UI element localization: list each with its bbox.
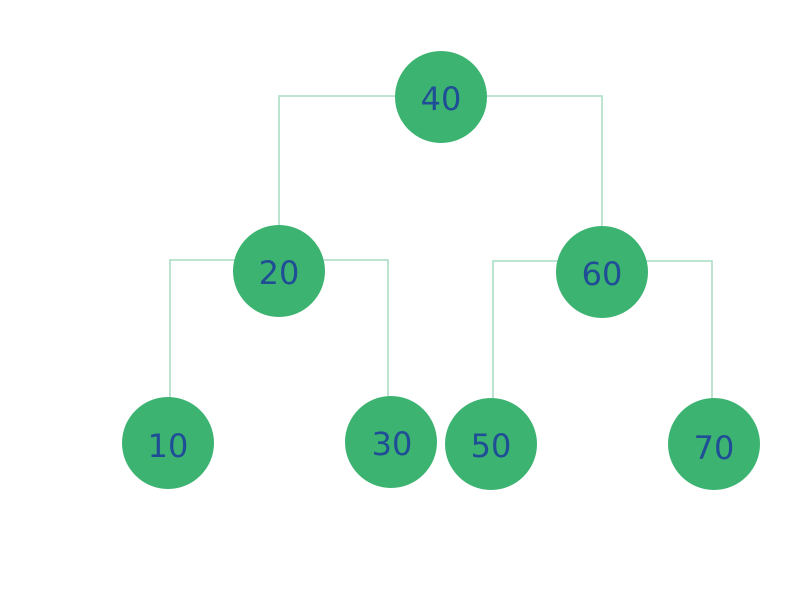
- node-label: 60: [582, 255, 623, 293]
- edge-60-50: [492, 260, 558, 399]
- node-circle: [122, 397, 214, 489]
- node-circle: [668, 398, 760, 490]
- node-circle: [345, 396, 437, 488]
- edge-60-70: [646, 260, 713, 399]
- node-circle: [445, 398, 537, 490]
- tree-node-20: 20: [233, 225, 325, 317]
- tree-node-70: 70: [668, 398, 760, 490]
- edge-40-20: [278, 95, 396, 226]
- tree-node-10: 10: [122, 397, 214, 489]
- node-circle: [233, 225, 325, 317]
- node-label: 70: [694, 429, 735, 467]
- node-label: 40: [421, 80, 462, 118]
- tree-node-30: 30: [345, 396, 437, 488]
- edge-40-60: [486, 95, 603, 228]
- edge-20-10: [169, 259, 236, 398]
- node-label: 50: [471, 427, 512, 465]
- node-label: 20: [259, 254, 300, 292]
- tree-node-40: 40: [395, 51, 487, 143]
- node-label: 30: [372, 425, 413, 463]
- tree-node-60: 60: [556, 226, 648, 318]
- node-circle: [395, 51, 487, 143]
- tree-node-50: 50: [445, 398, 537, 490]
- node-circle: [556, 226, 648, 318]
- node-label: 10: [148, 427, 189, 465]
- edge-20-30: [324, 259, 389, 398]
